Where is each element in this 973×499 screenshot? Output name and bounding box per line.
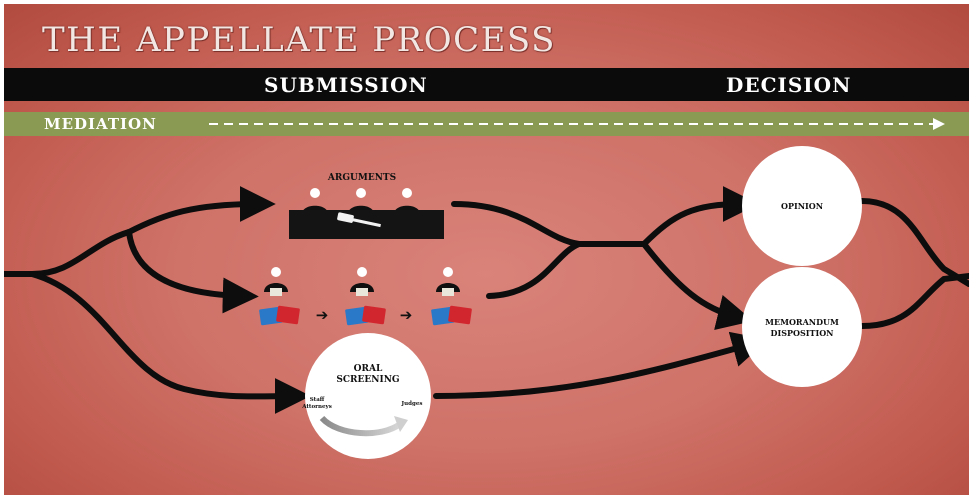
- memorandum-label-line1: MEMORANDUM: [765, 317, 839, 327]
- arrow-right-icon: ➔: [316, 306, 329, 324]
- judges-bench: [289, 210, 444, 239]
- case-folders-icon: [431, 305, 472, 326]
- staff-attorneys-label-line1: Staff: [310, 397, 325, 403]
- oral-screening-label-line2: SCREENING: [336, 375, 399, 385]
- flow-to-panel-review: [126, 229, 259, 314]
- judges-label: Judges: [401, 401, 423, 407]
- flow-memorandum-exit: [859, 273, 969, 329]
- arguments-label: ARGUMENTS: [327, 173, 396, 183]
- judge-icon: [350, 267, 374, 296]
- memorandum-label-line2: DISPOSITION: [771, 328, 834, 338]
- phase-bar: SUBMISSION DECISION: [4, 68, 969, 101]
- page-title: THE APPELLATE PROCESS: [42, 20, 556, 60]
- opinion-label: OPINION: [781, 201, 823, 211]
- flow-to-opinion: [641, 186, 759, 247]
- case-folders-icon: [259, 305, 300, 326]
- flow-to-arguments: [126, 186, 276, 235]
- cycle-arrow-icon: [319, 415, 402, 437]
- staff-attorneys-label-line2: Attorneys: [301, 404, 332, 410]
- flow-arguments-out: [451, 201, 582, 247]
- arrow-right-icon: ➔: [400, 306, 413, 324]
- flow-diagram: ARGUMENTS: [4, 118, 969, 459]
- oral-screening-node: ORAL SCREENING Staff Attorneys Judges: [301, 333, 431, 459]
- case-folders-icon: [345, 305, 386, 326]
- oral-screening-label-line1: ORAL: [354, 364, 383, 374]
- cycle-arrowhead: [394, 416, 408, 432]
- flow-opinion-exit: [859, 198, 969, 287]
- flow-to-oral-screening: [29, 271, 311, 415]
- judge-icon: [436, 267, 460, 296]
- opinion-node: OPINION: [742, 146, 862, 266]
- flow-screening-to-memorandum: [433, 331, 769, 399]
- panel-review-group: ➔ ➔: [259, 267, 472, 326]
- memorandum-disposition-node: MEMORANDUM DISPOSITION: [742, 267, 862, 387]
- diagram-frame: THE APPELLATE PROCESS SUBMISSION DECISIO…: [4, 4, 969, 495]
- judge-icon: [264, 267, 288, 296]
- flow-entry-branch-top: [29, 229, 132, 277]
- phase-submission-label: SUBMISSION: [264, 73, 428, 97]
- arguments-group: ARGUMENTS: [289, 173, 444, 239]
- flow-to-memorandum: [641, 241, 754, 330]
- flow-panel-out: [486, 241, 582, 299]
- gavel-icon: [337, 212, 381, 228]
- phase-decision-label: DECISION: [726, 73, 852, 97]
- mediation-label: MEDIATION: [44, 115, 157, 133]
